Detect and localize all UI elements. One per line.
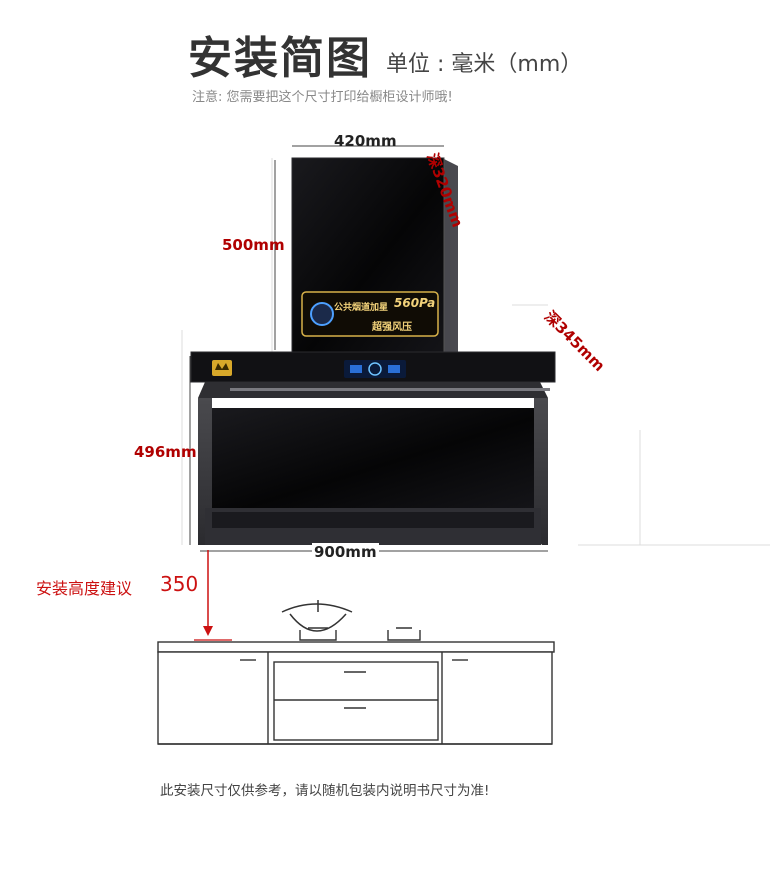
pressure-badge [301, 291, 439, 337]
dim-body-width: 900mm [312, 543, 379, 561]
install-height-arrow [194, 550, 232, 641]
fan-icon [310, 302, 334, 326]
chimney [291, 157, 458, 353]
unit-label: 单位 : 毫米（mm） [386, 52, 583, 77]
kitchen-cabinet [157, 627, 555, 745]
badge-line1: 公共烟道加星 [334, 303, 389, 313]
wok [281, 600, 353, 632]
dim-chimney-height: 500mm [222, 236, 285, 254]
control-panel [344, 360, 406, 378]
print-note: 注意: 您需要把这个尺寸打印给橱柜设计师哦! [192, 90, 453, 105]
badge-pressure: 560Pa [394, 296, 436, 310]
dim-body-height: 496mm [134, 443, 197, 461]
hood-body [190, 351, 556, 545]
brand-crown-icon [212, 360, 232, 376]
guide-lines [181, 158, 770, 546]
install-height-label: 安装高度建议 [36, 579, 133, 598]
power-button-icon [368, 362, 382, 376]
badge-line2: 超强风压 [372, 322, 412, 333]
dim-chimney-width: 420mm [334, 132, 397, 150]
install-height-value: 350 [160, 572, 199, 596]
page-title: 安装简图 [188, 33, 372, 84]
footer-disclaimer: 此安装尺寸仅供参考，请以随机包装内说明书尺寸为准! [160, 783, 490, 799]
